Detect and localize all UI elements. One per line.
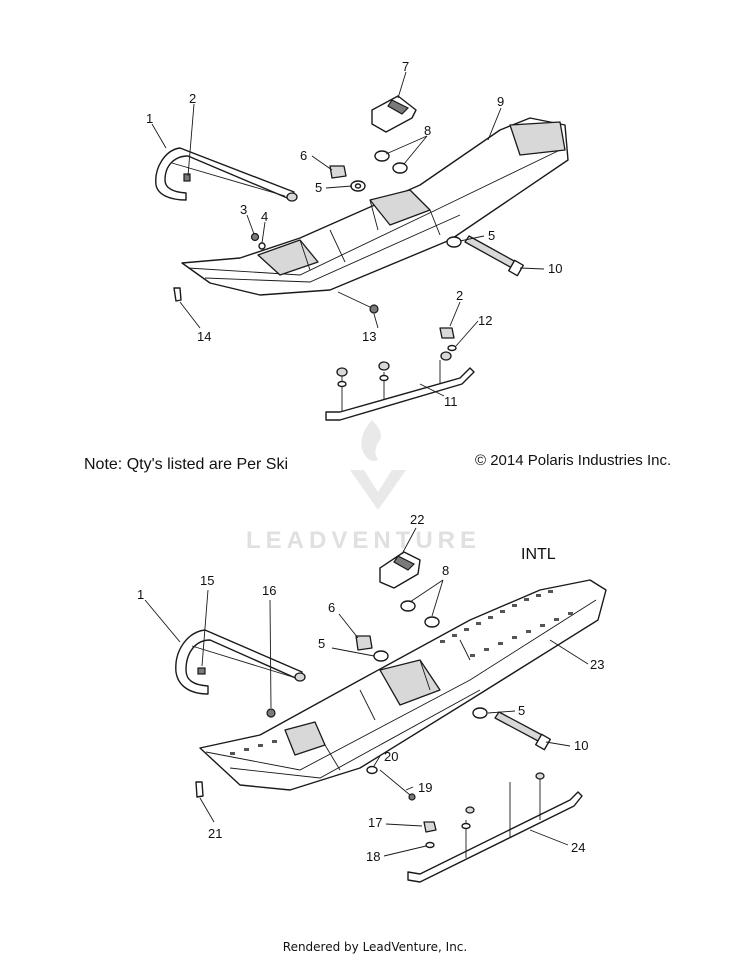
washer-18-lower xyxy=(425,841,435,849)
callout-20-lower: 20 xyxy=(384,749,398,764)
carbide-runner-upper xyxy=(325,367,475,421)
callout-2-upper: 2 xyxy=(189,91,196,106)
bumper-22-lower xyxy=(379,551,421,589)
callout-17-lower: 17 xyxy=(368,815,382,830)
callout-15-lower: 15 xyxy=(200,573,214,588)
fastener-8-upper-b xyxy=(392,162,408,174)
callout-18-lower: 18 xyxy=(366,849,380,864)
callout-5-upper-a: 5 xyxy=(315,180,322,195)
washer-20-lower xyxy=(366,765,378,775)
bolt-21-lower xyxy=(195,781,204,798)
callout-19-lower: 19 xyxy=(418,780,432,795)
washer-4-upper xyxy=(258,242,266,250)
washer-5-upper-b xyxy=(446,236,462,248)
callout-24-lower: 24 xyxy=(571,840,585,855)
fastener-8-lower-b xyxy=(424,616,440,628)
callout-8-upper: 8 xyxy=(424,123,431,138)
callout-1-lower: 1 xyxy=(137,587,144,602)
washer-5-lower-a xyxy=(373,650,389,662)
washer-5-lower-b xyxy=(472,707,488,719)
callout-7-upper: 7 xyxy=(402,59,409,74)
nut-3-upper xyxy=(250,232,260,242)
leadventure-watermark-logo xyxy=(350,420,406,510)
callout-1-upper: 1 xyxy=(146,111,153,126)
callout-13-upper: 13 xyxy=(362,329,376,344)
callout-3-upper: 3 xyxy=(240,202,247,217)
fastener-8-lower-a xyxy=(400,600,416,612)
callout-6-lower: 6 xyxy=(328,600,335,615)
ski-tread-pattern xyxy=(230,590,573,755)
callout-12-upper: 12 xyxy=(478,313,492,328)
fastener-8-upper-a xyxy=(374,150,390,162)
callout-10-upper: 10 xyxy=(548,261,562,276)
nut-16-lower xyxy=(266,708,276,718)
quantity-note: Note: Qty's listed are Per Ski xyxy=(84,456,289,473)
nut-2-upper xyxy=(183,173,191,182)
callout-14-upper: 14 xyxy=(197,329,211,344)
callout-2-upper-right: 2 xyxy=(456,288,463,303)
footer-credit: Rendered by LeadVenture, Inc. xyxy=(282,940,468,954)
lower-assembly: 22 1 15 16 6 5 8 23 5 10 20 19 17 18 21 … xyxy=(137,512,607,883)
watermark-text: LEADVENTURE xyxy=(246,527,482,554)
callout-16-lower: 16 xyxy=(262,583,276,598)
nut-6-lower xyxy=(355,635,373,651)
callout-10-lower: 10 xyxy=(574,738,588,753)
nut-17-lower xyxy=(423,821,437,833)
callout-9-upper: 9 xyxy=(497,94,504,109)
pin-13-upper xyxy=(337,291,373,309)
callout-4-upper: 4 xyxy=(261,209,268,224)
nut-6-upper xyxy=(329,165,347,179)
nut-2-upper-right xyxy=(439,327,455,339)
carbide-runner-lower xyxy=(407,791,583,883)
variant-label: INTL xyxy=(521,546,556,563)
callout-23-lower: 23 xyxy=(590,657,604,672)
callout-22-lower: 22 xyxy=(410,512,424,527)
upper-assembly: 1 2 3 4 5 6 7 8 9 5 10 2 12 13 14 11 xyxy=(146,59,569,421)
callout-5-lower-b: 5 xyxy=(518,703,525,718)
callout-21-lower: 21 xyxy=(208,826,222,841)
callout-8-lower: 8 xyxy=(442,563,449,578)
nut-15-lower xyxy=(197,667,206,675)
ski-handle-lower xyxy=(175,629,303,695)
callout-5-lower-a: 5 xyxy=(318,636,325,651)
callout-5-upper-b: 5 xyxy=(488,228,495,243)
bolt-14-upper xyxy=(173,287,182,302)
pin-19-lower xyxy=(379,769,411,796)
callout-11-upper: 11 xyxy=(444,394,458,409)
bumper-7-upper xyxy=(371,95,417,133)
callout-6-upper: 6 xyxy=(300,148,307,163)
washer-12-upper xyxy=(447,344,457,352)
copyright-notice: © 2014 Polaris Industries Inc. xyxy=(475,452,672,469)
